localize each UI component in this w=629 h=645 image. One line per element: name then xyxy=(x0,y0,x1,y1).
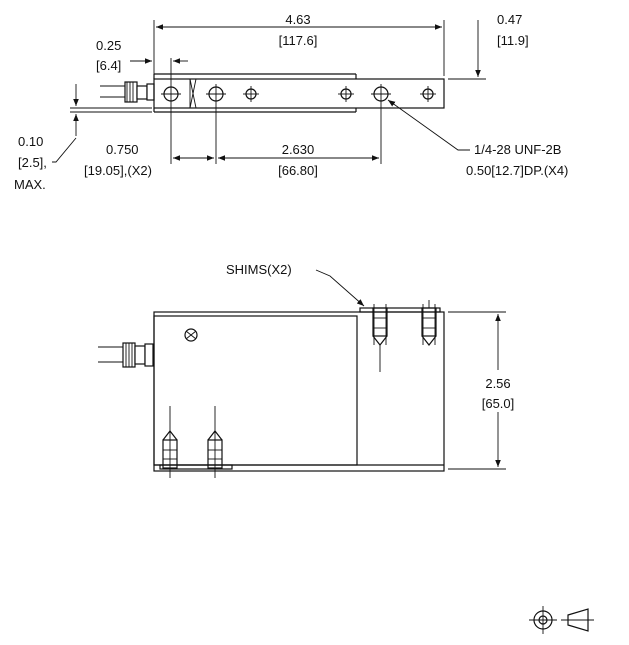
screw-hole-6 xyxy=(420,86,436,102)
bolt-bottom-2 xyxy=(207,406,223,478)
shim-top xyxy=(359,307,441,313)
height-side-inch: 2.56 xyxy=(485,376,510,391)
height-side-mm: [65.0] xyxy=(482,396,515,411)
mounting-screw xyxy=(184,328,198,342)
screw-hole-1 xyxy=(161,84,181,104)
screw-hole-5 xyxy=(371,84,391,104)
offset-left-mm: [6.4] xyxy=(96,58,121,73)
bolt-top-1 xyxy=(372,304,388,372)
hole-spacing-small-mm: [19.05],(X2) xyxy=(84,163,152,178)
thickness-inch: 0.10 xyxy=(18,134,43,149)
cable-gland xyxy=(124,81,155,103)
height-top-inch: 0.47 xyxy=(497,12,522,27)
thickness-note: MAX. xyxy=(14,177,46,192)
overall-length-mm: [117.6] xyxy=(279,33,318,48)
shim-bottom xyxy=(159,464,233,470)
third-angle-projection-icon xyxy=(529,606,594,634)
cable-gland-side xyxy=(122,342,154,368)
hole-spacing-large-inch: 2.630 xyxy=(282,142,315,157)
side-view: SHIMS(X2) 2.56 [65.0] xyxy=(98,262,514,478)
shims-label: SHIMS(X2) xyxy=(226,262,292,277)
screw-hole-2 xyxy=(206,84,226,104)
thickness-mm: [2.5], xyxy=(18,155,47,170)
thread-callout-line1: 1/4-28 UNF-2B xyxy=(474,142,561,157)
top-view: 4.63 [117.6] 0.47 [11.9] 0.25 [6.4] 0.10… xyxy=(14,12,568,192)
bolt-bottom-1 xyxy=(162,406,178,478)
hole-spacing-large-mm: [66.80] xyxy=(278,163,318,178)
hole-spacing-small-inch: 0.750 xyxy=(106,142,139,157)
thread-callout-line2: 0.50[12.7]DP.(X4) xyxy=(466,163,568,178)
offset-left-inch: 0.25 xyxy=(96,38,121,53)
screw-hole-4 xyxy=(338,86,354,102)
bolt-top-2 xyxy=(421,300,437,346)
height-top-mm: [11.9] xyxy=(497,33,529,48)
overall-length-inch: 4.63 xyxy=(285,12,310,27)
screw-hole-3 xyxy=(243,86,259,102)
